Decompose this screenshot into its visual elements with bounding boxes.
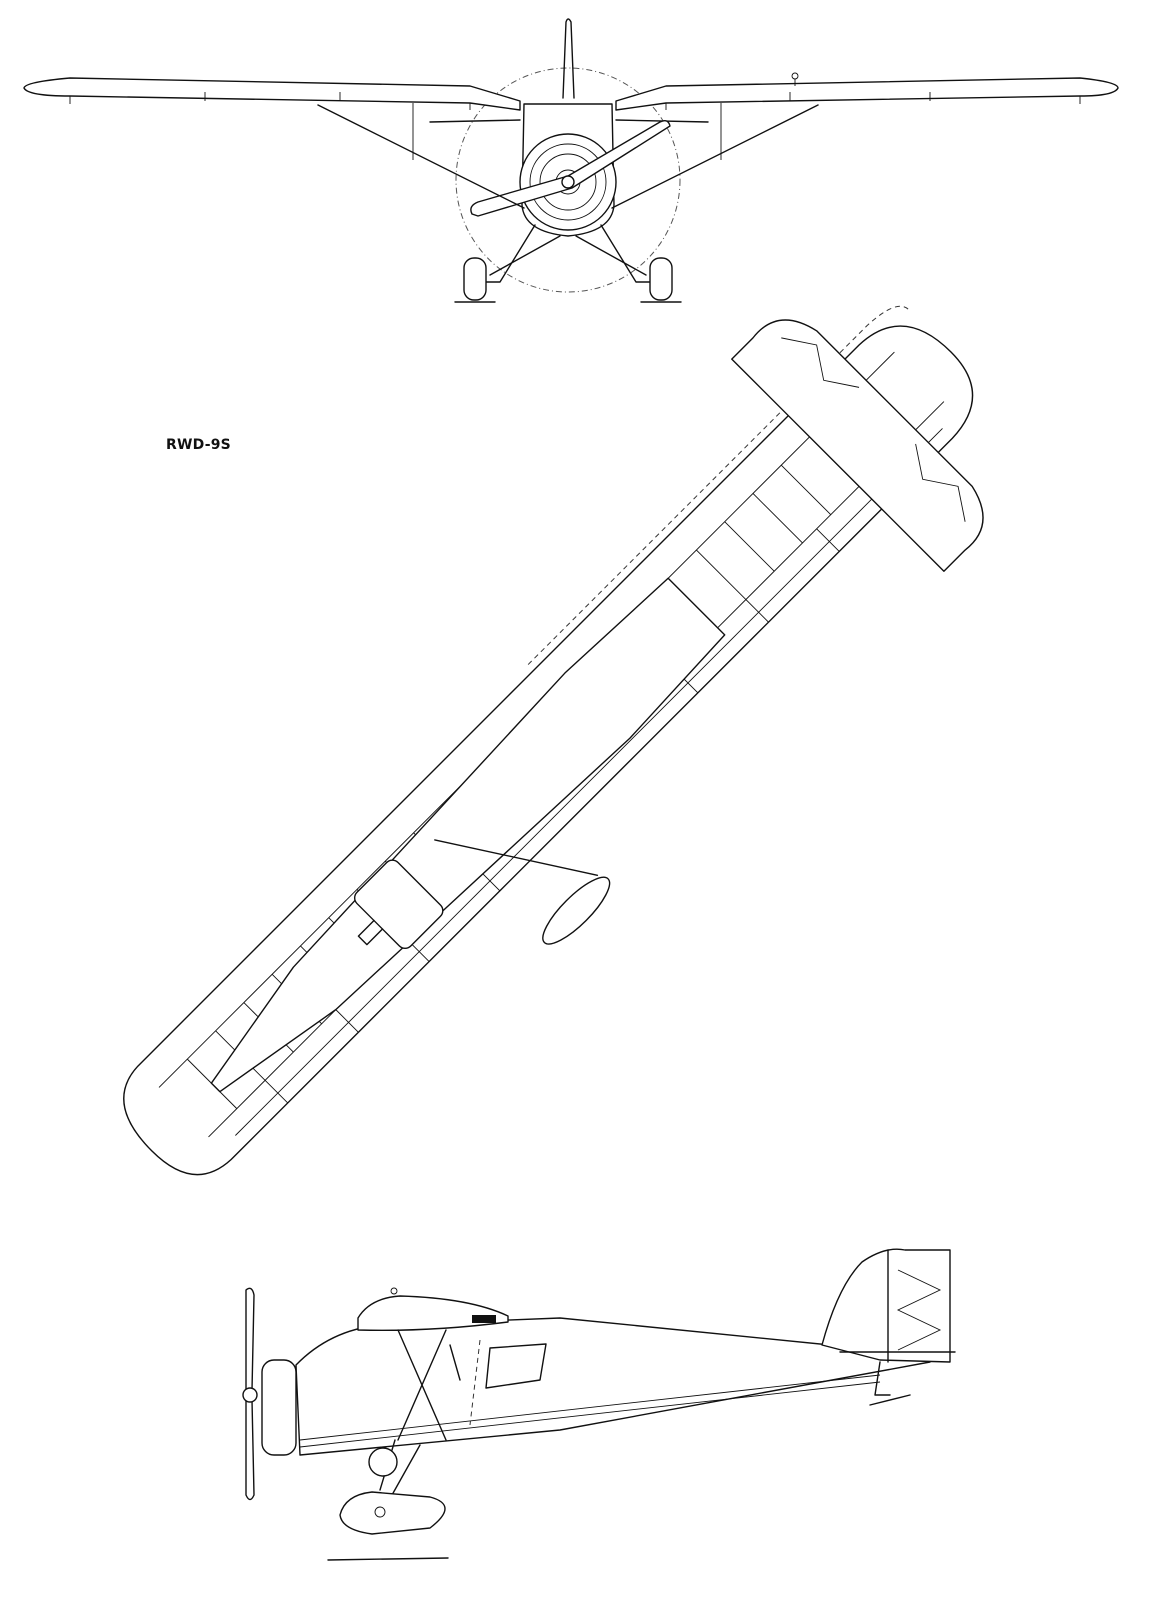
front-right-wing (615, 77, 1119, 111)
side-wheel-fairing (339, 1491, 446, 1535)
front-right-gear-leg (600, 224, 655, 283)
front-right-aileron-lines (665, 92, 1081, 110)
side-fin-rudder (821, 1248, 951, 1363)
side-gear-shock-wheel (368, 1447, 398, 1477)
front-fin (562, 18, 575, 99)
front-left-wing-strut (317, 104, 525, 209)
front-right-wheel (649, 257, 673, 301)
side-tail-skid (874, 1361, 891, 1396)
side-wing (357, 1295, 509, 1332)
side-propeller-lower-blade (245, 1399, 255, 1501)
top-view (123, 305, 984, 1176)
side-wing-struts (397, 1329, 461, 1441)
front-left-wing (23, 77, 521, 111)
top-wing-strut (434, 839, 599, 876)
front-propeller (470, 119, 671, 217)
side-engine-cowling (261, 1359, 297, 1456)
top-tailplane (731, 319, 984, 572)
front-view (23, 18, 1119, 303)
top-engine-cowling (353, 859, 444, 950)
front-left-wheel (463, 257, 487, 301)
side-spinner (242, 1387, 258, 1403)
propeller-disc-outline (455, 67, 681, 293)
side-propeller-upper-blade (245, 1287, 255, 1391)
side-view (242, 1248, 956, 1561)
top-wheel-fairing (542, 876, 611, 945)
top-fuselage (210, 577, 726, 1093)
front-left-aileron-lines (69, 92, 471, 110)
front-left-tailplane (429, 119, 521, 123)
top-wing-slat-outline (527, 305, 909, 665)
side-ground-line (327, 1557, 449, 1561)
aircraft-designation-label: RWD-9S (166, 437, 231, 453)
top-propeller-hub (357, 919, 384, 946)
pitot-tube (791, 72, 799, 80)
front-left-gear-leg (481, 224, 536, 283)
propeller-spinner (561, 175, 575, 189)
side-cabin-window (485, 1343, 547, 1389)
front-right-wing-strut (611, 104, 819, 209)
